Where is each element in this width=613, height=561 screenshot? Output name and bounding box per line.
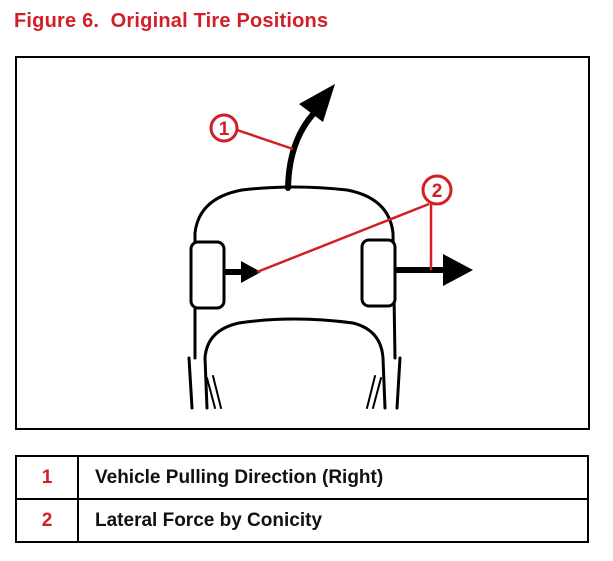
diagram-frame: 1 2 [15, 56, 590, 430]
callout-1-circle [209, 113, 239, 143]
pulling-direction-arrowhead [299, 84, 335, 122]
legend-number: 2 [15, 498, 79, 543]
callout-1-number: 1 [219, 119, 230, 140]
callout-2-leader-left [256, 202, 430, 274]
vehicle-left-pillar [187, 356, 194, 410]
legend-row: 2 Lateral Force by Conicity [15, 498, 589, 543]
legend-description: Vehicle Pulling Direction (Right) [77, 455, 589, 500]
pulling-direction-arrow-shaft [285, 107, 320, 191]
legend-table: 1 Vehicle Pulling Direction (Right) 2 La… [15, 455, 589, 543]
vehicle-right-pillar [395, 356, 402, 410]
callout-2-circle [421, 174, 453, 206]
legend-description: Lateral Force by Conicity [77, 498, 589, 543]
left-tire [189, 240, 226, 310]
vehicle-windshield-outline [203, 317, 387, 410]
vehicle-diagram: 1 2 [187, 84, 473, 410]
callout-2-number: 2 [432, 181, 443, 202]
right-tire [360, 238, 397, 308]
figure-title: Figure 6. Original Tire Positions [14, 10, 329, 32]
vehicle-body [187, 185, 402, 410]
vehicle-front-outline [193, 185, 397, 360]
left-lateral-force-arrowhead [241, 261, 261, 283]
legend-number: 1 [15, 455, 79, 500]
callout-1-leader [236, 128, 294, 151]
legend-row: 1 Vehicle Pulling Direction (Right) [15, 455, 589, 500]
right-lateral-force-arrowhead [443, 254, 473, 286]
